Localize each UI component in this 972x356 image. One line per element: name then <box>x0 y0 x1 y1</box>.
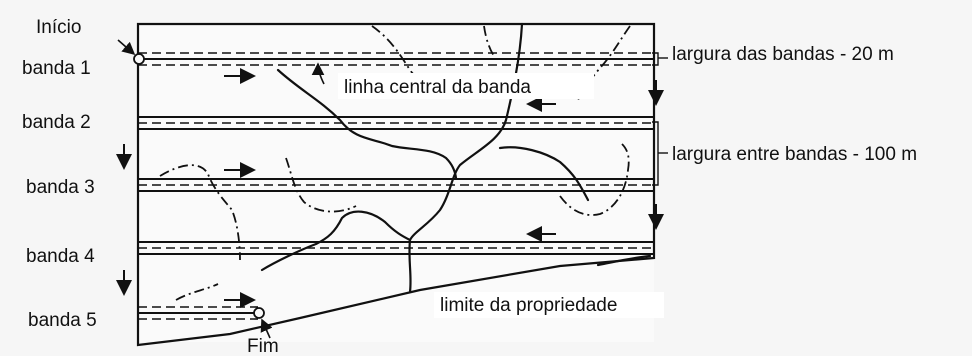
end-marker <box>253 307 265 319</box>
band-label-5: banda 5 <box>28 310 97 331</box>
band-spacing-label: largura entre bandas - 100 m <box>672 144 917 165</box>
band-label-4: banda 4 <box>26 246 95 267</box>
band-2-lines <box>138 116 654 130</box>
centerline-label: linha central da banda <box>344 77 531 98</box>
band-4-lines <box>138 241 654 255</box>
direction-arrows <box>116 68 664 308</box>
boundary-label: limite da propriedade <box>440 295 617 316</box>
centerline-pointer <box>311 62 325 85</box>
band-label-2: banda 2 <box>22 112 91 133</box>
start-marker <box>133 53 145 65</box>
end-label: Fim <box>247 336 279 356</box>
band-5-lines <box>138 306 258 320</box>
start-label: Início <box>36 17 81 38</box>
band-width-bracket <box>652 52 668 66</box>
river-network <box>260 22 652 294</box>
band-label-3: banda 3 <box>26 177 95 198</box>
band-1-lines <box>138 52 654 66</box>
band-width-label: largura das bandas - 20 m <box>672 44 894 65</box>
band-label-1: banda 1 <box>22 58 91 79</box>
band-3-lines <box>138 178 654 192</box>
band-spacing-bracket <box>652 121 668 186</box>
